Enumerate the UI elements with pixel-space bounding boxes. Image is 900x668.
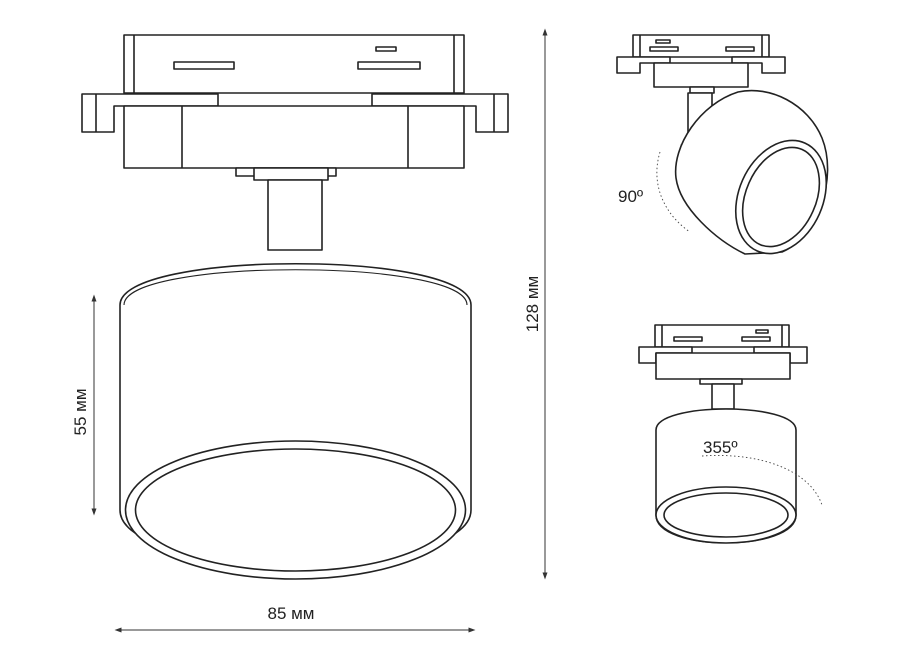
rotation-view	[638, 324, 823, 544]
total-height-dimension-label: 128 мм	[523, 276, 542, 332]
lamp-cylinder	[119, 262, 472, 580]
rotation-angle-label: 355º	[703, 438, 738, 457]
stem	[267, 179, 323, 251]
tilt-angle-label: 90º	[618, 187, 643, 206]
width-dimension-label: 85 мм	[267, 604, 314, 623]
track-adapter	[81, 34, 509, 181]
front-view	[81, 34, 509, 580]
body-height-dimension-label: 55 мм	[71, 388, 90, 435]
dimension-lines	[91, 28, 548, 633]
tilt-view	[616, 34, 829, 255]
rotation-arc	[701, 455, 823, 506]
